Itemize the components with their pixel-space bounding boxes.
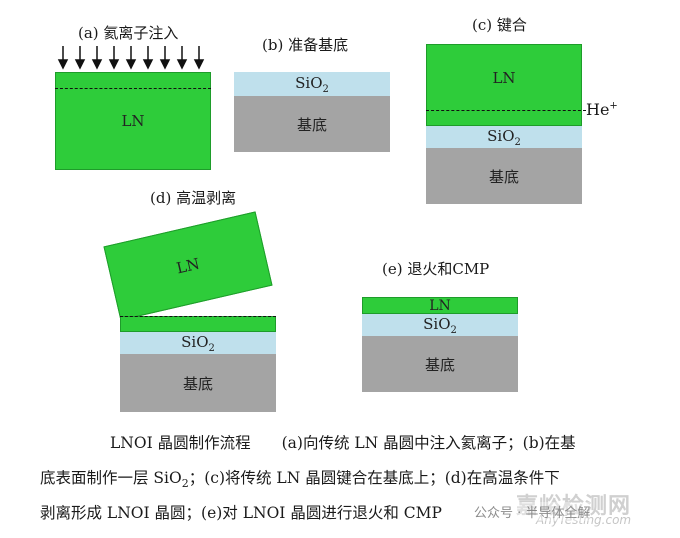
caption-line-3: 剥离形成 LNOI 晶圆；(e)对 LNOI 晶圆进行退火和 CMP [40, 504, 442, 522]
panel-d-title: (d) 高温剥离 [150, 189, 237, 207]
substrate-label: 基底 [182, 374, 213, 393]
watermark-url: AnyTesting.com [536, 513, 632, 527]
caption-line-2: 底表面制作一层 SiO2；(c)将传统 LN 晶圆键合在基底上；(d)在高温条件… [40, 469, 560, 491]
sio2-label: SiO2 [423, 314, 457, 336]
sio2-label: SiO2 [295, 73, 329, 95]
ln-wafer: LN [55, 72, 211, 170]
ion-arrows-icon [57, 46, 205, 70]
ln-label: LN [174, 254, 202, 278]
substrate-label: 基底 [424, 355, 455, 374]
watermark-main: 嘉峪检测网 [516, 494, 632, 519]
sio2-label: SiO2 [487, 126, 521, 148]
watermark-wechat: 公众号 · 半导体全解 [474, 502, 591, 521]
panel-c-title: (c) 键合 [472, 16, 527, 34]
split-line [120, 316, 276, 317]
ln-thin-film [120, 316, 276, 332]
sio2-layer: SiO2 [362, 314, 518, 336]
ln-thin-film: LN [362, 297, 518, 314]
substrate-label: 基底 [296, 115, 327, 134]
substrate-layer: 基底 [120, 354, 276, 412]
implant-line [55, 88, 211, 89]
ln-label: LN [429, 297, 451, 314]
panel-a-title: (a) 氦离子注入 [78, 24, 179, 42]
sio2-label: SiO2 [181, 332, 215, 354]
sio2-layer: SiO2 [426, 126, 582, 148]
sio2-layer: SiO2 [234, 72, 390, 96]
panel-e-title: (e) 退火和CMP [382, 260, 490, 278]
substrate-layer: 基底 [426, 148, 582, 204]
ln-wafer: LN [426, 44, 582, 126]
ln-label: LN [121, 112, 145, 130]
panel-b-title: (b) 准备基底 [262, 36, 349, 54]
substrate-layer: 基底 [234, 96, 390, 152]
implant-line [426, 110, 586, 111]
ln-label: LN [492, 69, 516, 87]
substrate-label: 基底 [488, 167, 519, 186]
sio2-layer: SiO2 [120, 332, 276, 354]
caption-line-1: LNOI 晶圆制作流程 (a)向传统 LN 晶圆中注入氦离子；(b)在基 [110, 434, 576, 452]
ln-wafer-lifted: LN [103, 211, 273, 321]
he-label: He+ [586, 100, 618, 119]
substrate-layer: 基底 [362, 336, 518, 392]
